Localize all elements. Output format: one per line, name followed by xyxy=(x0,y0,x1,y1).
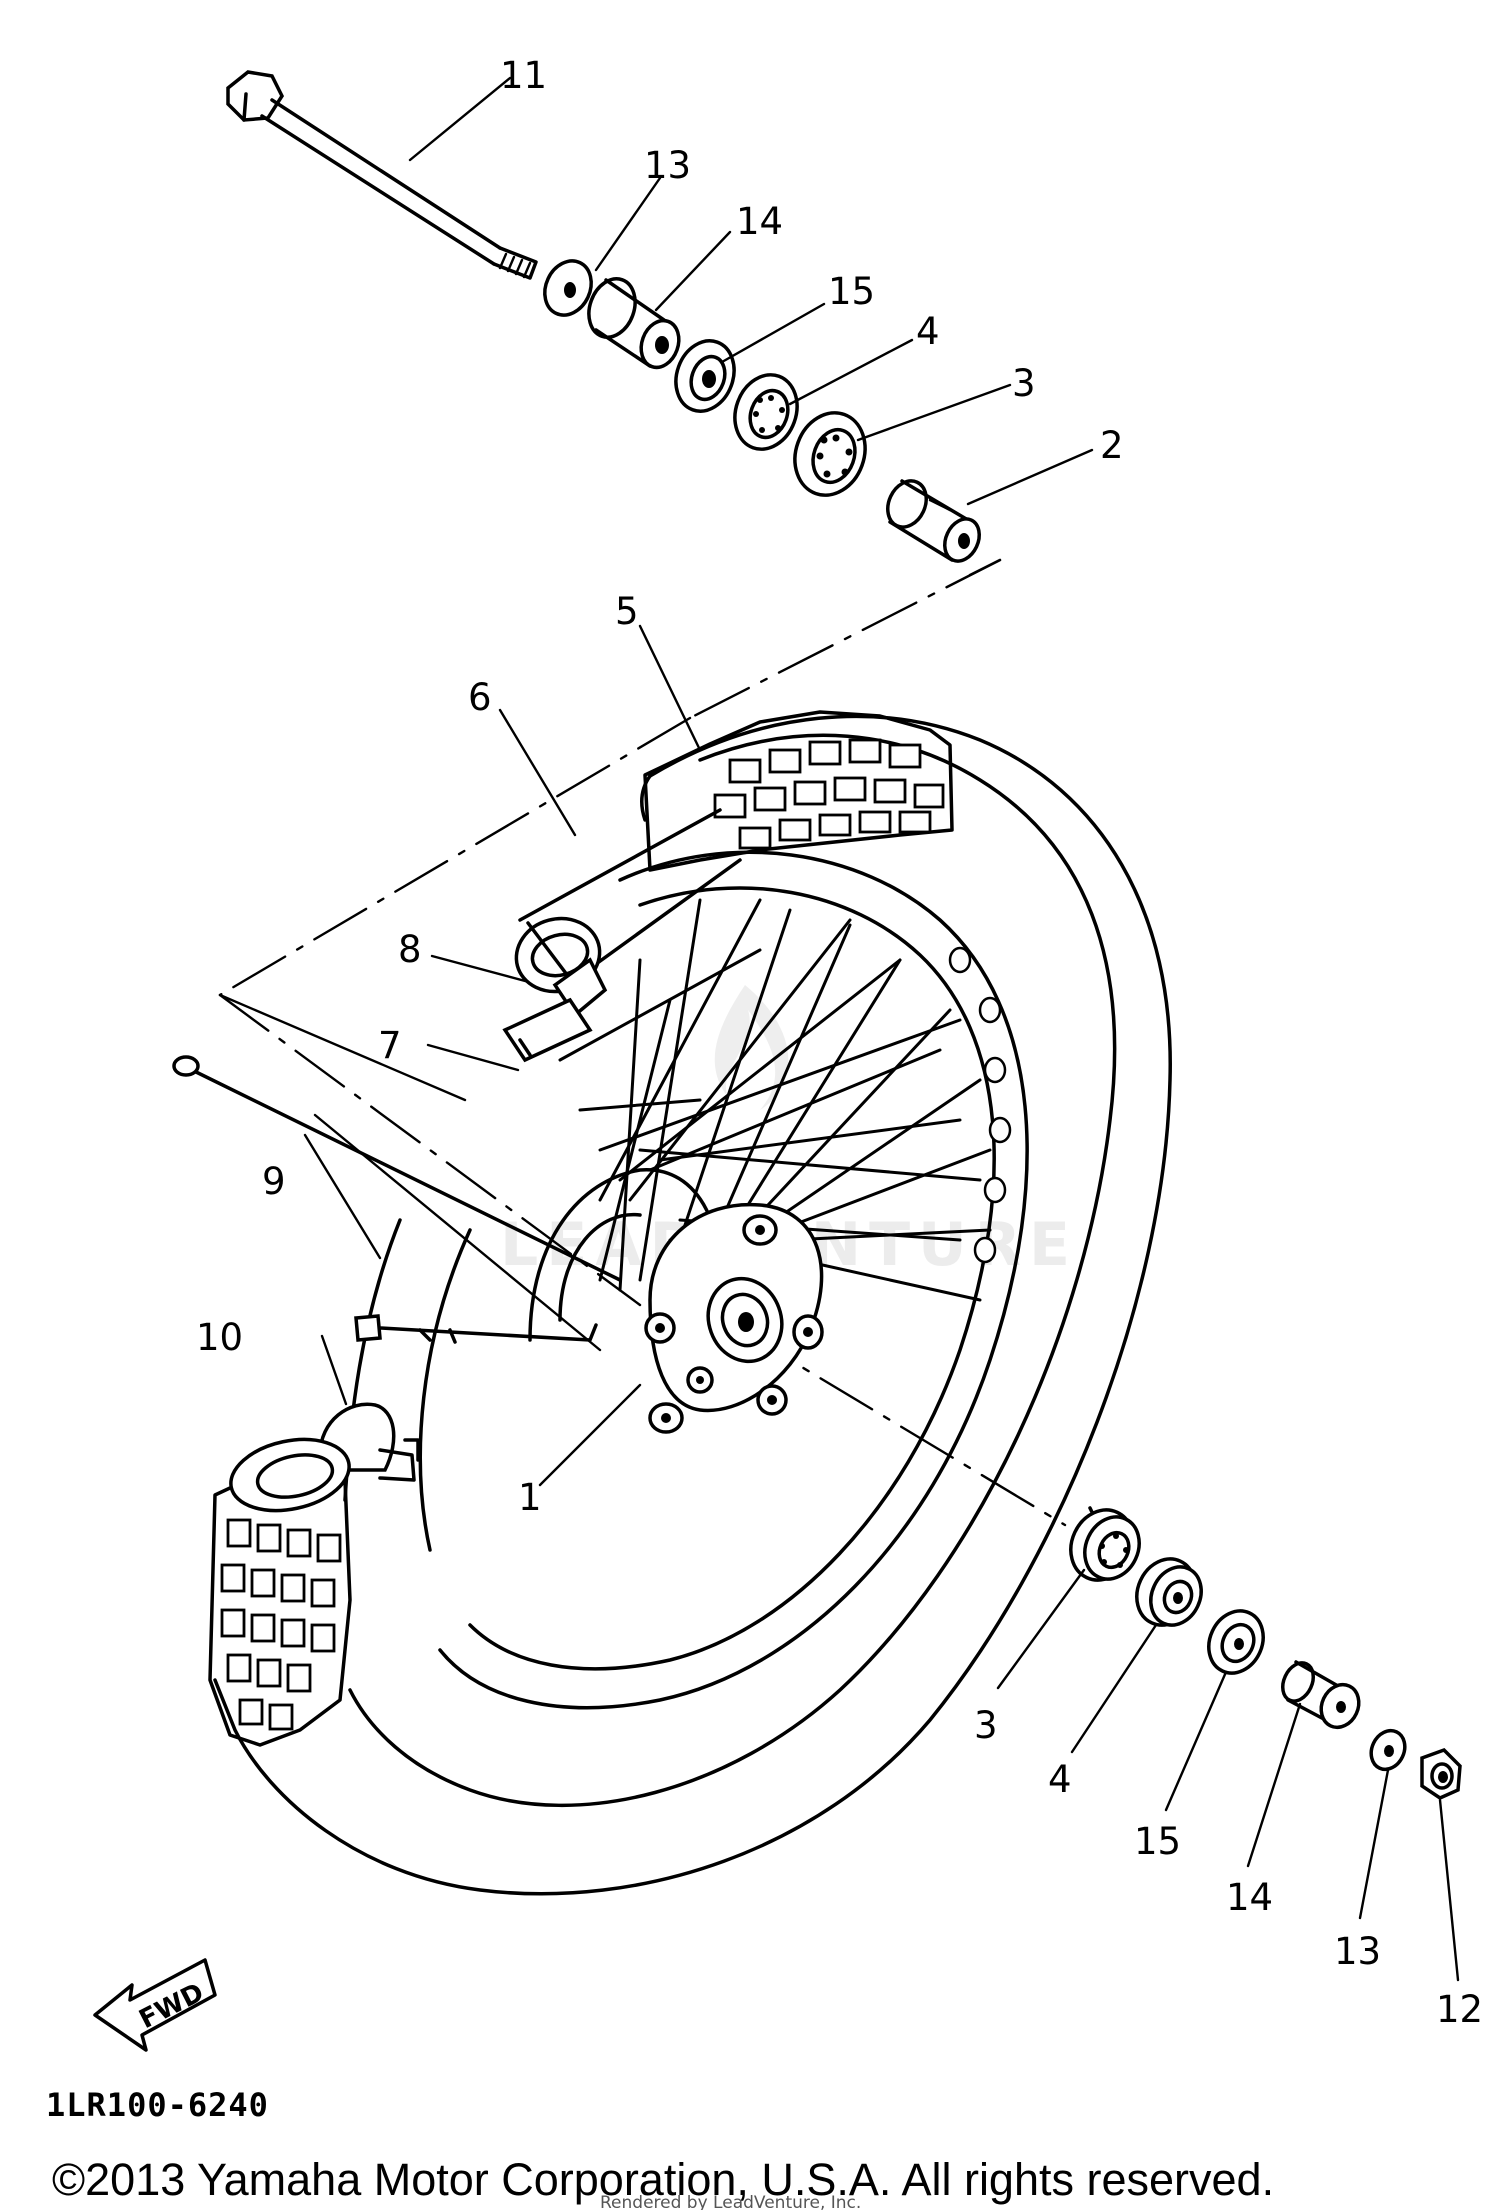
callout-13-top: 13 xyxy=(644,144,691,187)
tire xyxy=(208,710,1172,1896)
callout-3-top: 3 xyxy=(1012,362,1036,405)
callout-13-bottom: 13 xyxy=(1334,1930,1381,1973)
rendered-by-notice: Rendered by LeadVenture, Inc. xyxy=(600,2193,861,2210)
loose-spokes xyxy=(172,1055,622,1344)
collar-top xyxy=(587,277,681,370)
callout-14-bottom: 14 xyxy=(1226,1876,1273,1919)
callout-11: 11 xyxy=(500,54,547,97)
collar-bottom xyxy=(1281,1660,1361,1730)
oil-seal-bottom xyxy=(1207,1609,1265,1675)
copyright-notice: ©2013 Yamaha Motor Corporation, U.S.A. A… xyxy=(52,2154,1274,2205)
forward-arrow-icon: FWD xyxy=(93,1958,217,2052)
bearing-top-3 xyxy=(793,411,867,497)
axle-nut xyxy=(1420,1747,1462,1800)
callout-2: 2 xyxy=(1100,424,1124,467)
diagram-code: 1LR100-6240 xyxy=(46,2086,269,2124)
axle-bolt xyxy=(226,70,538,280)
callout-9: 9 xyxy=(262,1160,286,1203)
washer-bottom xyxy=(1369,1728,1407,1772)
assembly-axis-lines xyxy=(218,558,1067,1527)
callout-5: 5 xyxy=(615,590,639,633)
washer-top xyxy=(543,259,593,317)
callout-3-bottom: 3 xyxy=(974,1704,998,1747)
callout-15-top: 15 xyxy=(828,270,875,313)
callout-labels: 11 13 14 15 4 3 2 5 6 8 7 9 10 1 3 4 15 … xyxy=(196,54,1483,2031)
tire-bead-stopper xyxy=(229,1402,420,1513)
callout-12: 12 xyxy=(1436,1988,1483,2031)
rim xyxy=(343,850,1029,1710)
bearing-bottom-4 xyxy=(1135,1557,1203,1627)
inner-tube xyxy=(514,808,742,994)
bearing-top-4 xyxy=(733,373,799,451)
spacer xyxy=(886,479,981,563)
callout-6: 6 xyxy=(468,676,492,719)
callout-10: 10 xyxy=(196,1316,243,1359)
tire-tread-blocks-top xyxy=(713,738,945,850)
leader-lines-top xyxy=(320,76,1094,1487)
bearing-bottom-3 xyxy=(1069,1506,1141,1582)
callout-8: 8 xyxy=(398,928,422,971)
callout-15-bottom: 15 xyxy=(1134,1820,1181,1863)
callout-14-top: 14 xyxy=(736,200,783,243)
tire-tread-blocks-bottom xyxy=(220,1518,342,1731)
fwd-label: FWD xyxy=(134,1978,208,2036)
callout-4-top: 4 xyxy=(916,310,940,353)
callout-1: 1 xyxy=(518,1476,542,1519)
callout-4-bottom: 4 xyxy=(1048,1758,1072,1801)
spoke-nipples xyxy=(948,946,1012,1264)
leader-lines-bottom xyxy=(996,1568,1460,1982)
oil-seal-top xyxy=(674,339,736,413)
callout-7: 7 xyxy=(378,1024,402,1067)
rim-lock xyxy=(502,997,593,1063)
hub xyxy=(528,1168,824,1434)
